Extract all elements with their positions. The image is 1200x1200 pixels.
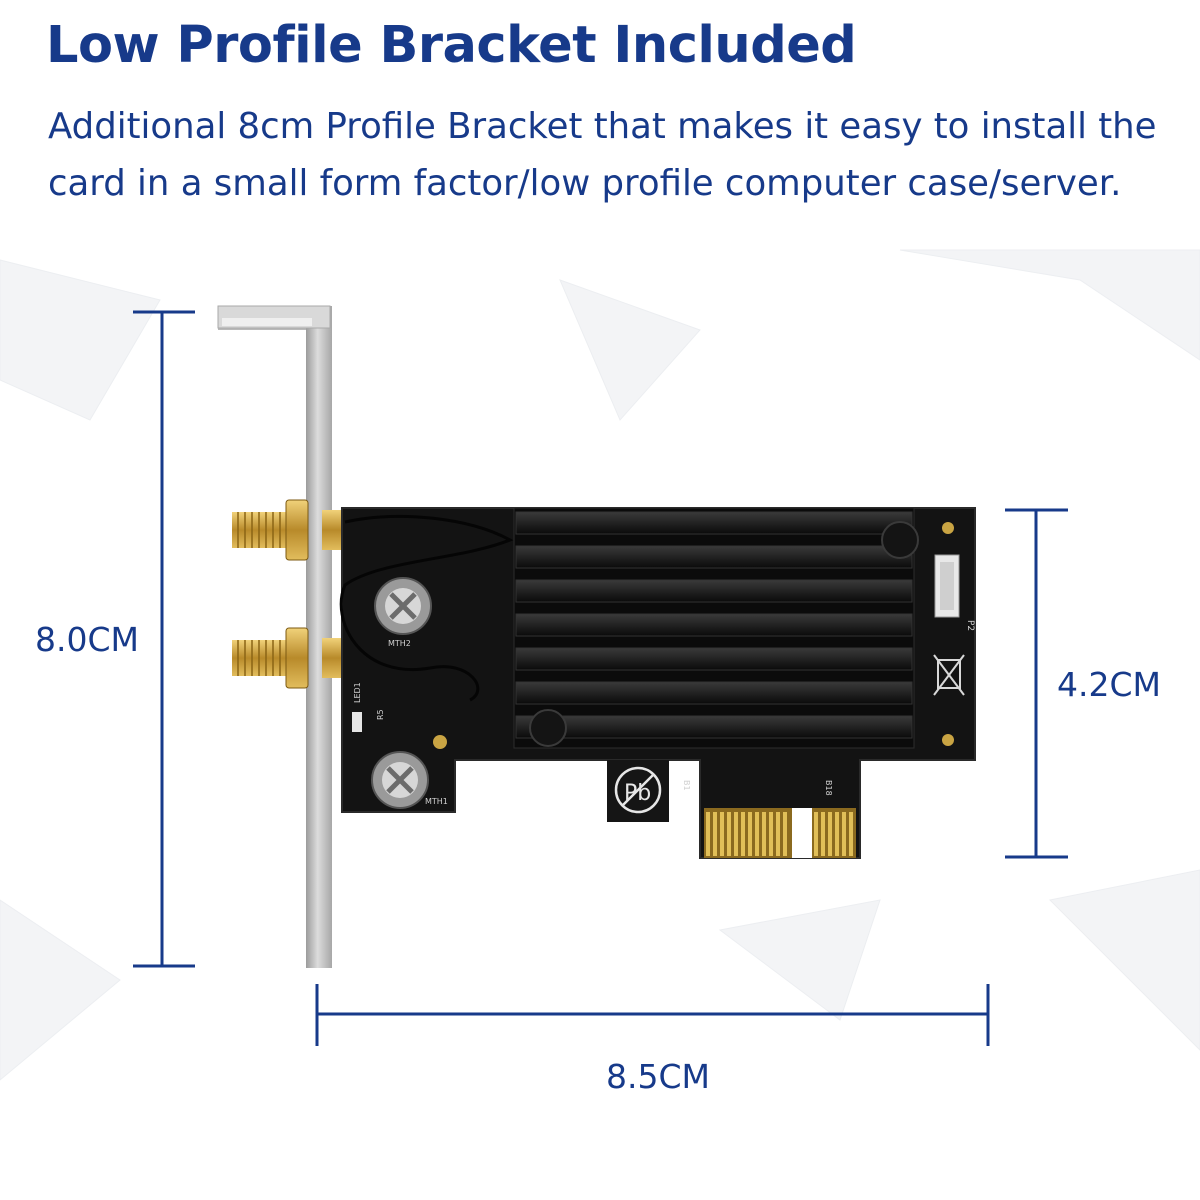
heatsink-pin-top bbox=[881, 521, 919, 559]
antenna-wire bbox=[339, 514, 514, 702]
heatsink bbox=[513, 507, 919, 749]
header-connector bbox=[934, 554, 960, 618]
low-profile-bracket bbox=[217, 305, 332, 968]
dimension-label-card-length: 8.5CM bbox=[606, 1057, 710, 1096]
dimension-line-card-height bbox=[1005, 508, 1068, 859]
board-label-mth1: MTH1 bbox=[425, 797, 448, 806]
board-label-b18: B18 bbox=[824, 780, 833, 796]
page-description: Additional 8cm Profile Bracket that make… bbox=[48, 106, 1157, 204]
board-label-led: LED1 bbox=[353, 682, 362, 703]
antenna-connector-bottom bbox=[232, 627, 344, 689]
board-label-p2: P2 bbox=[965, 620, 975, 631]
dimension-label-card-height: 4.2CM bbox=[1057, 665, 1161, 704]
mounting-screw-top bbox=[374, 577, 432, 635]
weee-bin-icon bbox=[933, 654, 965, 696]
lead-free-label bbox=[607, 760, 669, 822]
pcie-edge-connector bbox=[704, 808, 856, 858]
board-label-b1: B1 bbox=[682, 780, 691, 791]
lead-free-text: Pb bbox=[624, 781, 651, 806]
dimension-line-bracket-height bbox=[133, 310, 195, 968]
led-component bbox=[352, 712, 362, 732]
board-label-mth2: MTH2 bbox=[388, 639, 411, 648]
board-label-resistor: R5 bbox=[376, 709, 385, 720]
mounting-screw-bottom bbox=[371, 751, 429, 809]
dimension-label-bracket-height: 8.0CM bbox=[35, 620, 139, 659]
antenna-connector-top bbox=[232, 499, 344, 561]
page-title: Low Profile Bracket Included bbox=[46, 16, 857, 75]
heatsink-pin-bottom bbox=[529, 709, 567, 747]
dimension-line-card-length bbox=[315, 984, 990, 1046]
